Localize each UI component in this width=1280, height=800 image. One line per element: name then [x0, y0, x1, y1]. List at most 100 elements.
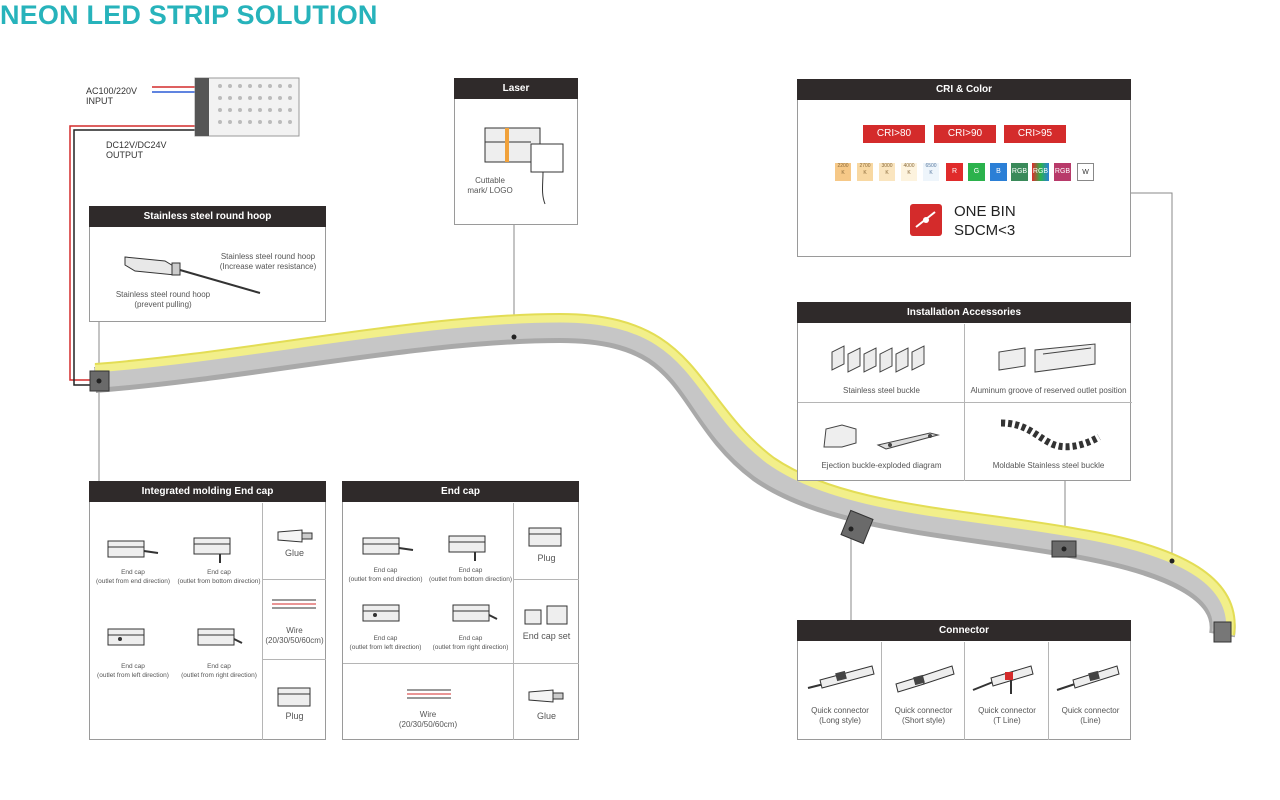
endcap-label: End cap(outlet from right direction): [432, 635, 509, 651]
stainless-buckle-cell: Stainless steel buckle: [798, 324, 965, 403]
glue-label: Glue: [284, 548, 304, 558]
connector-label: Quick connector(Long style): [811, 706, 869, 725]
install-label: Ejection buckle-exploded diagram: [821, 461, 942, 470]
wire-label: Wire(20/30/50/60cm): [265, 626, 324, 645]
ejection-buckle-icon: [823, 424, 940, 450]
cri80-badge: CRI>80: [863, 125, 925, 143]
laser-header: Laser: [454, 78, 578, 99]
cri90-badge: CRI>90: [934, 125, 996, 143]
color-swatch-rgb-3: RGB: [1054, 163, 1071, 181]
output-wire-black: [73, 129, 200, 386]
connector-cell: Quick connector(T Line): [965, 642, 1049, 740]
color-swatch-r: R: [946, 163, 963, 181]
endcap-set-label: End cap set: [522, 631, 571, 641]
plug-icon: [277, 687, 311, 707]
quick-connector-short-icon: [895, 665, 955, 693]
output-wire-red: [69, 125, 200, 381]
installation-panel: Installation Accessories Stainless steel…: [797, 302, 1132, 481]
connector-cell: Quick connector(Line): [1049, 642, 1132, 740]
install-label: Aluminum groove of reserved outlet posit…: [970, 386, 1127, 395]
installation-header: Installation Accessories: [797, 302, 1131, 323]
hoop-right-label: Stainless steel round hoop(Increase wate…: [219, 252, 317, 271]
hoop-left-label: Stainless steel round hoop(prevent pulli…: [115, 290, 211, 309]
endcap-panel: End cap End cap(outlet from end directio…: [342, 481, 579, 740]
endcap-left-icon: [362, 604, 400, 622]
moldable-buckle-cell: Moldable Stainless steel buckle: [965, 403, 1132, 481]
plug-label: Plug: [537, 553, 556, 563]
aluminum-groove-icon: [998, 343, 1096, 373]
connector-header: Connector: [797, 620, 1131, 641]
glue-tube-icon: [277, 529, 313, 543]
aluminum-groove-cell: Aluminum groove of reserved outlet posit…: [965, 324, 1132, 403]
hoop-header: Stainless steel round hoop: [89, 206, 326, 227]
wire-icon: [272, 599, 316, 609]
hoop-panel: Stainless steel round hoop Stainless ste…: [89, 206, 326, 322]
install-label: Stainless steel buckle: [843, 386, 920, 395]
wire-label: Wire(20/30/50/60cm): [398, 710, 458, 729]
endcap-right-icon: [197, 628, 243, 646]
moldable-buckle-icon: [1000, 419, 1101, 451]
endcap-bottom-icon: [448, 535, 486, 561]
connector-label: Quick connector(T Line): [978, 706, 1036, 725]
endcap-label: End cap(outlet from right direction): [181, 663, 257, 679]
endcap-label: End cap(outlet from end direction): [95, 569, 171, 585]
endcap-label: End cap(outlet from left direction): [97, 663, 169, 679]
round-hoop-icon: [124, 256, 261, 294]
endcap-set-icon: [524, 605, 568, 625]
glue-tube-icon: [528, 689, 564, 703]
color-swatch-b: B: [990, 163, 1007, 181]
connector-cell: Quick connector(Short style): [882, 642, 965, 740]
endcap-right-icon: [452, 604, 498, 622]
quick-connector-line-icon: [1056, 665, 1120, 691]
glue-label: Glue: [536, 711, 556, 721]
strip-tail-cap-icon: [1213, 621, 1232, 643]
cri95-badge: CRI>95: [1004, 125, 1066, 143]
cri-header: CRI & Color: [797, 79, 1131, 100]
connector-label: Quick connector(Short style): [894, 706, 953, 725]
color-swatch-w: W: [1077, 163, 1094, 181]
endcap-end-icon: [362, 537, 414, 555]
endcap-label: End cap(outlet from left direction): [349, 635, 422, 651]
connector-panel: Connector Quick connector(Long style) Qu…: [797, 620, 1131, 740]
strip-connector-icon: [840, 509, 874, 545]
color-swatch-rgb-2: RGB: [1032, 163, 1049, 181]
endcap-end-icon: [107, 540, 159, 558]
neon-strip-glow: [94, 313, 1236, 636]
plug-label: Plug: [285, 711, 304, 721]
integrated-endcap-panel: Integrated molding End cap End cap(outle…: [89, 481, 326, 740]
color-swatch-rgb-1: RGB: [1011, 163, 1028, 181]
install-label: Moldable Stainless steel buckle: [992, 461, 1105, 470]
connector-cell: Quick connector(Long style): [798, 642, 882, 740]
connector-label: Quick connector(Line): [1061, 706, 1120, 725]
endcap-label: End cap(outlet from bottom direction): [177, 569, 261, 585]
endcap-label: End cap(outlet from bottom direction): [428, 567, 513, 583]
endcap-label: End cap(outlet from end direction): [348, 567, 423, 583]
quick-connector-t-line-icon: [972, 665, 1034, 694]
page-title: NEON LED STRIP SOLUTION: [0, 0, 378, 30]
integrated-header: Integrated molding End cap: [89, 481, 326, 502]
endcap-header: End cap: [342, 481, 579, 502]
one-bin-icon: [910, 204, 942, 236]
endcap-bottom-icon: [193, 537, 231, 563]
ejection-buckle-cell: Ejection buckle-exploded diagram: [798, 403, 965, 481]
quick-connector-long-icon: [807, 665, 875, 689]
laser-mark-icon: [484, 127, 564, 205]
endcap-left-icon: [107, 628, 145, 646]
stainless-buckle-icon: [831, 345, 925, 373]
power-supply-icon: [194, 77, 300, 137]
plug-icon: [528, 527, 562, 547]
wire-icon: [407, 689, 451, 699]
color-swatch-g: G: [968, 163, 985, 181]
